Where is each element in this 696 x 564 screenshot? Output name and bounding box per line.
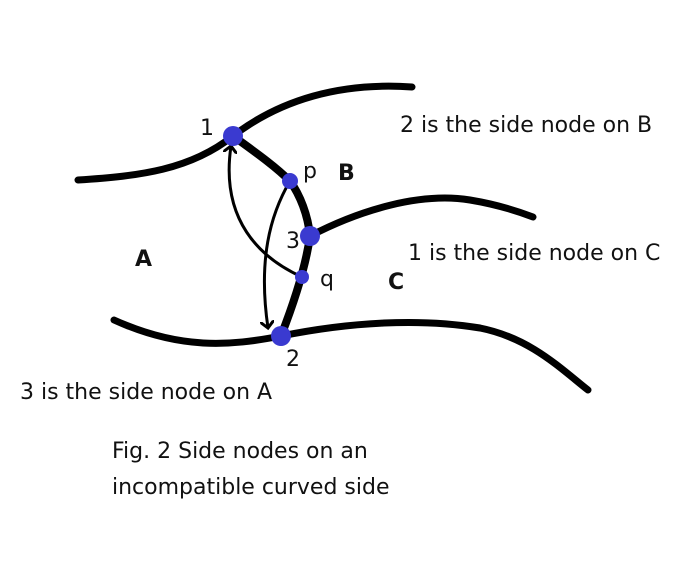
node-3 (300, 226, 320, 246)
figure-caption-line1: Fig. 2 Side nodes on an (112, 439, 368, 464)
figure-caption-line2: incompatible curved side (112, 475, 390, 500)
region-b-label: B (338, 161, 355, 186)
note-b-side-node: 2 is the side node on B (400, 113, 652, 138)
region-c-label: C (388, 270, 404, 295)
node-q (295, 270, 309, 284)
node-p-label: p (303, 159, 317, 184)
node-1 (223, 126, 243, 146)
note-c-side-node: 1 is the side node on C (408, 241, 660, 266)
note-a-side-node: 3 is the side node on A (20, 380, 272, 405)
upper-boundary-curve (74, 82, 416, 184)
arrow-q-to-1 (229, 146, 303, 279)
region-a-label: A (135, 247, 152, 272)
arrow-p-to-2 (264, 180, 292, 328)
node-2-label: 2 (286, 347, 300, 372)
node-p (282, 173, 298, 189)
node-3-label: 3 (286, 229, 300, 254)
curved-side (229, 132, 315, 340)
right-boundary-curve (306, 194, 537, 240)
node-2 (271, 326, 291, 346)
lower-boundary-curve (110, 316, 592, 394)
node-q-label: q (320, 267, 334, 292)
node-1-label: 1 (200, 116, 214, 141)
